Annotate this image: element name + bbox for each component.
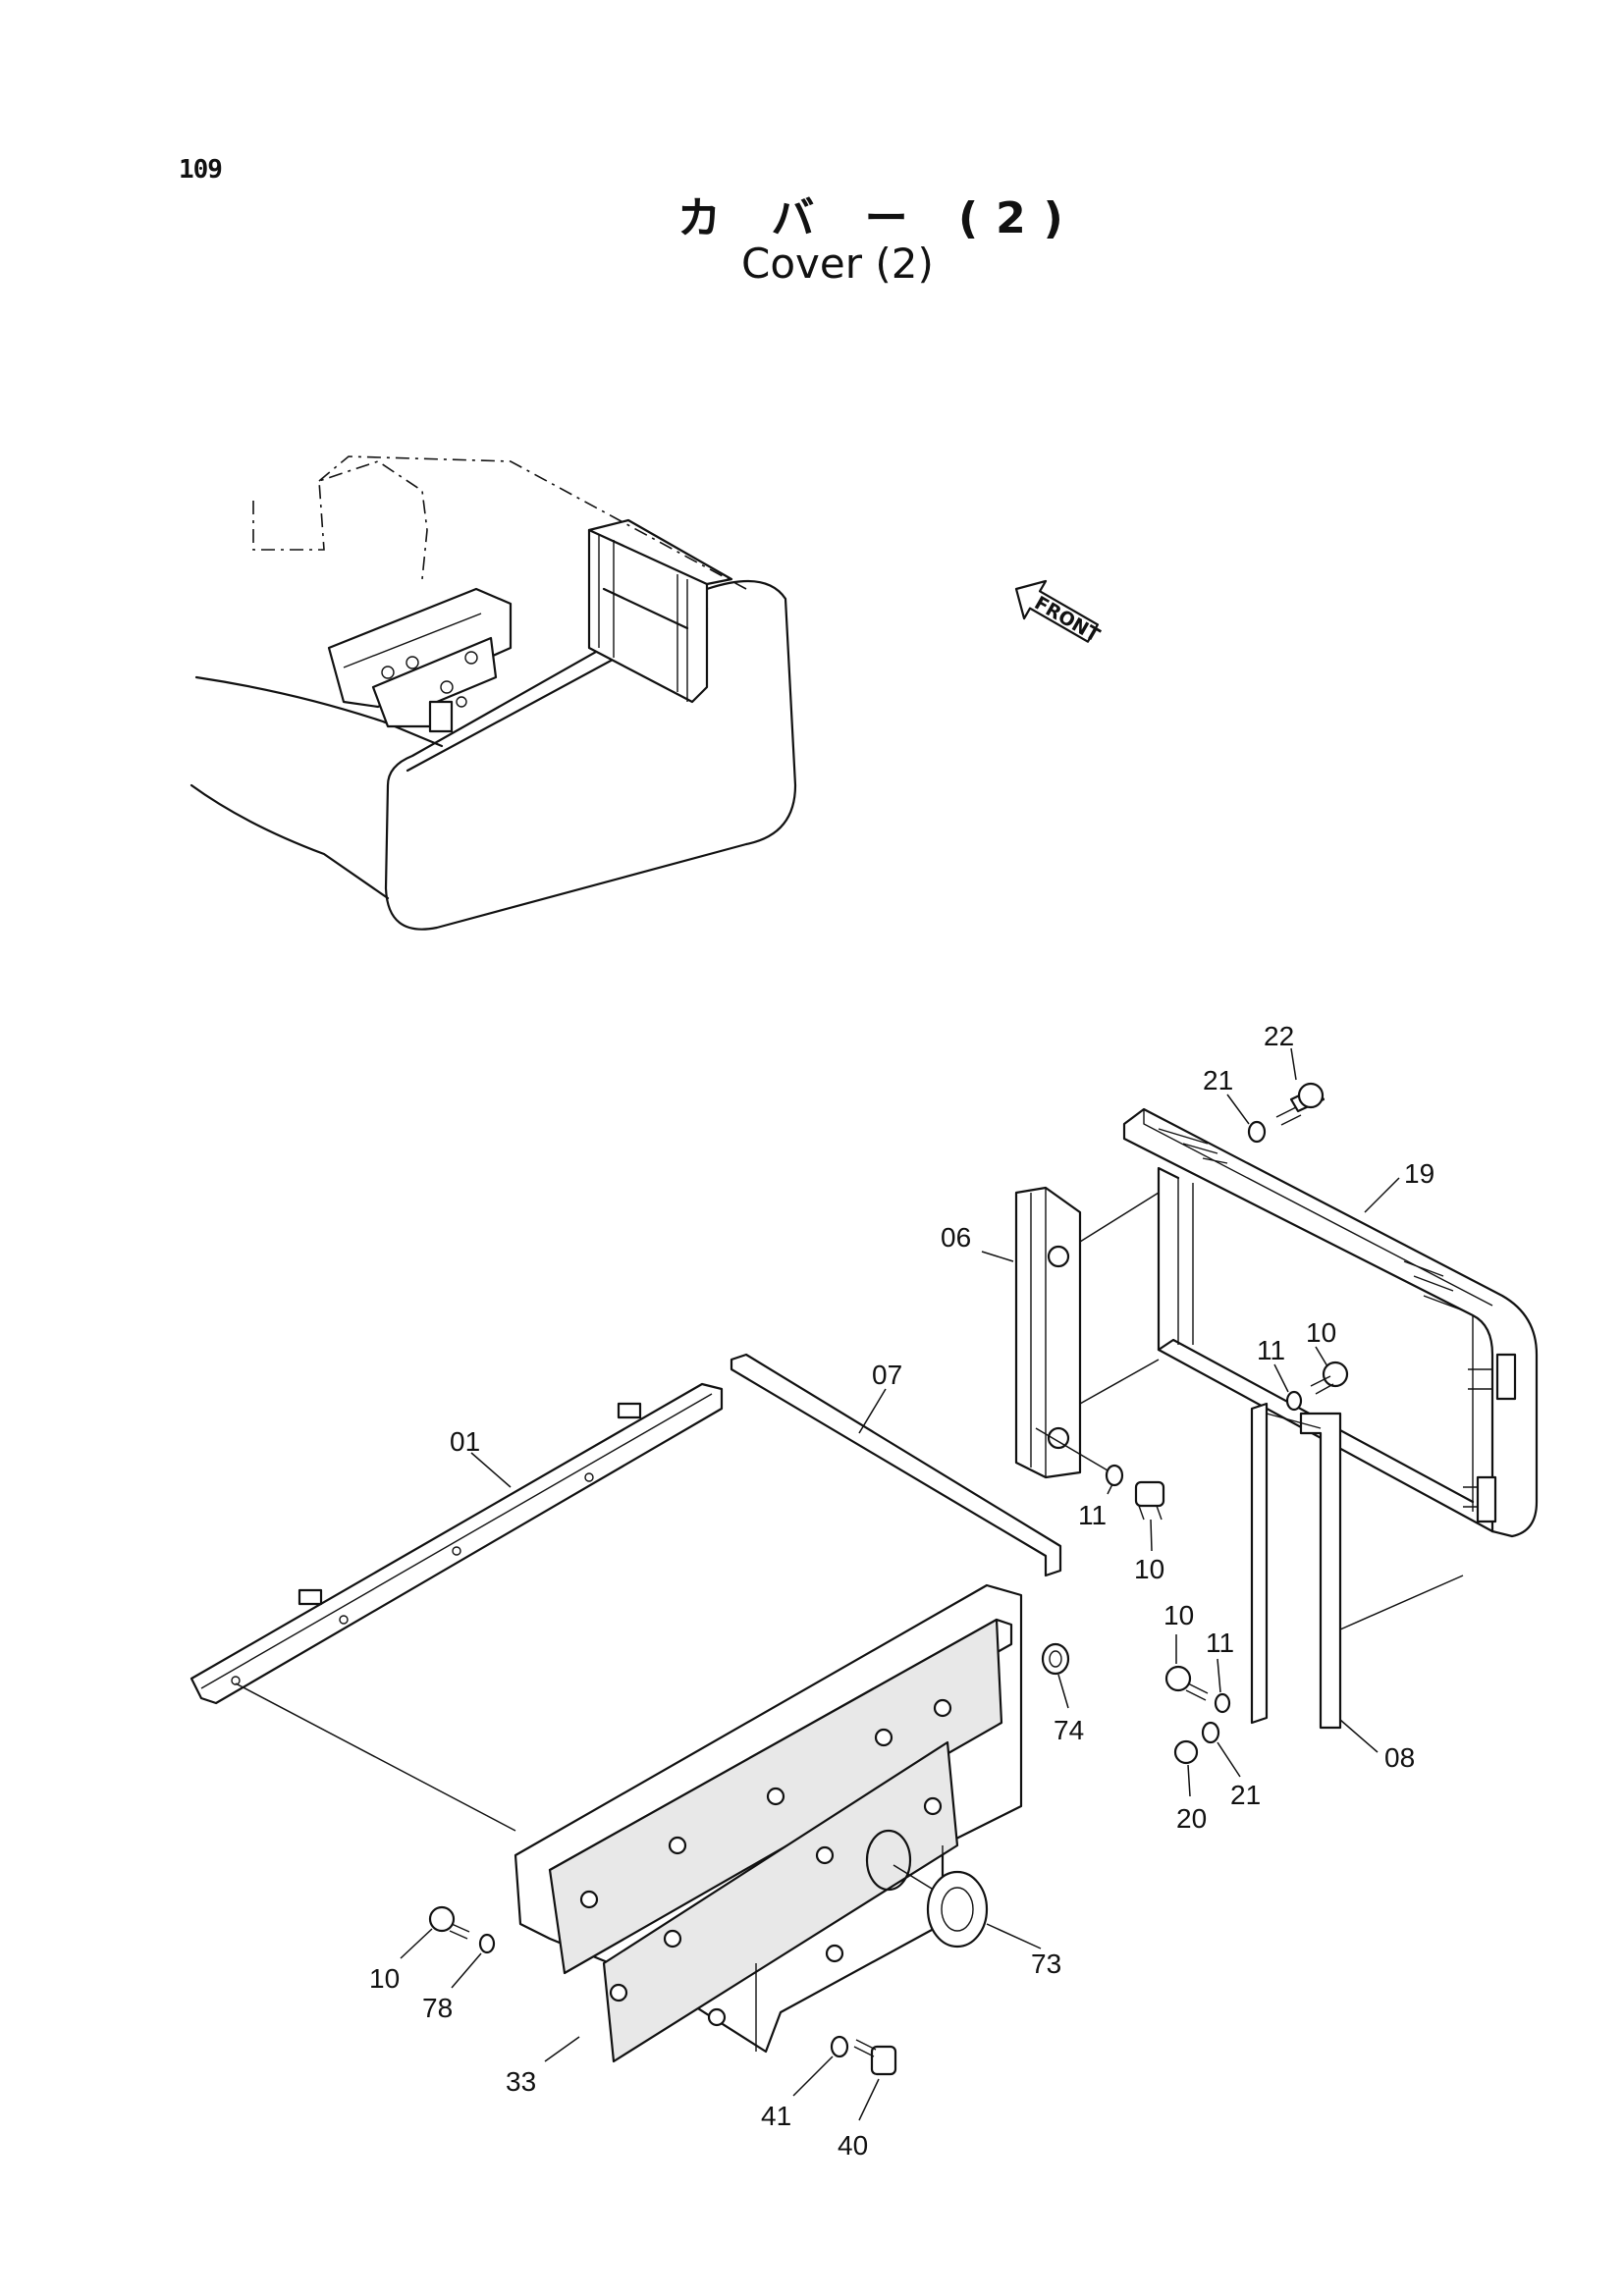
part-10-bolt-left xyxy=(428,1905,470,1940)
callout-21-top: 21 xyxy=(1203,1065,1233,1095)
callout-78: 78 xyxy=(422,1993,453,2023)
callout-74: 74 xyxy=(1054,1715,1084,1745)
callout-11-mid: 11 xyxy=(1078,1500,1107,1530)
part-10-bolt-low xyxy=(1164,1665,1209,1701)
callout-10-left: 10 xyxy=(369,1963,400,1994)
part-33-plate xyxy=(514,1583,1023,2063)
part-10-bolt-mid xyxy=(1134,1480,1165,1521)
part-74-grommet xyxy=(1041,1642,1070,1676)
part-21-washer-top xyxy=(1247,1120,1267,1144)
part-19-cover-frame xyxy=(1122,1107,1539,1538)
callout-07: 07 xyxy=(872,1360,902,1390)
part-78-washer xyxy=(478,1933,496,1954)
callout-10-mid: 10 xyxy=(1134,1554,1164,1584)
callout-21-bottom: 21 xyxy=(1230,1780,1261,1810)
callout-10-low: 10 xyxy=(1163,1600,1194,1630)
callout-06: 06 xyxy=(941,1222,971,1253)
part-07-bar xyxy=(730,1353,1062,1577)
overview-bracket xyxy=(327,587,513,733)
callout-10-right: 10 xyxy=(1306,1317,1336,1348)
callout-40: 40 xyxy=(838,2130,868,2161)
callout-08: 08 xyxy=(1384,1742,1415,1773)
page-number: 109 xyxy=(179,155,223,185)
part-40-bolt xyxy=(853,2039,897,2076)
front-arrow-icon: FRONT xyxy=(1014,579,1104,647)
callout-20: 20 xyxy=(1176,1803,1207,1834)
part-11-washer-low xyxy=(1214,1692,1231,1714)
callout-73: 73 xyxy=(1031,1949,1061,1979)
part-21-washer-bottom xyxy=(1201,1721,1220,1744)
callout-41: 41 xyxy=(761,2101,791,2131)
callout-33: 33 xyxy=(506,2066,536,2097)
part-73-grommet xyxy=(926,1870,989,1949)
callout-11-low: 11 xyxy=(1206,1628,1234,1658)
callout-19: 19 xyxy=(1404,1158,1434,1189)
callout-22: 22 xyxy=(1264,1021,1294,1051)
part-08-bracket xyxy=(1250,1402,1464,1730)
title-english: Cover (2) xyxy=(741,240,934,288)
overview-frame xyxy=(587,518,733,704)
part-01-rail xyxy=(189,1382,724,1832)
part-22-bolt xyxy=(1275,1082,1325,1126)
overview-drawing xyxy=(189,455,797,931)
part-10-bolt-right xyxy=(1310,1361,1349,1395)
front-arrow-label: FRONT xyxy=(1031,592,1104,646)
callout-11-right: 11 xyxy=(1257,1335,1285,1365)
callout-01: 01 xyxy=(450,1426,480,1457)
part-41-washer xyxy=(830,2035,849,2058)
part-11-washer-right xyxy=(1285,1390,1303,1412)
part-20-nut xyxy=(1173,1739,1199,1765)
title-japanese: カ バ ー (2) xyxy=(677,193,1081,243)
part-11-washer-mid xyxy=(1105,1464,1124,1487)
part-06-stay xyxy=(1014,1186,1160,1479)
